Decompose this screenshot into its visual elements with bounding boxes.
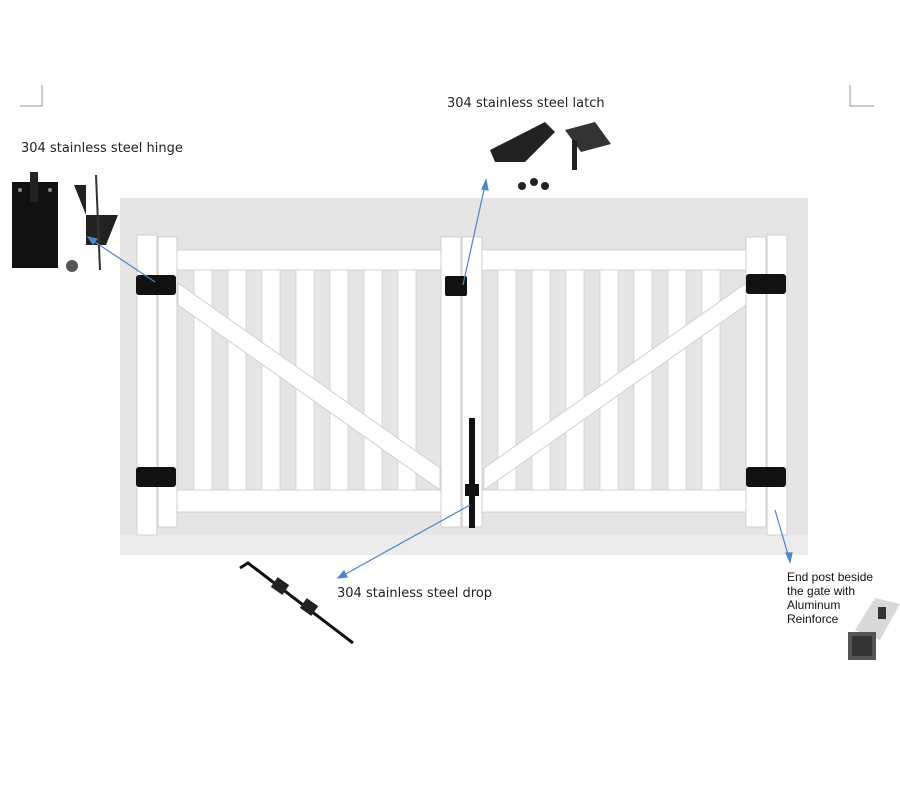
hinge-bottom-right bbox=[746, 467, 786, 487]
picket bbox=[329, 269, 349, 491]
end-post-arrowhead bbox=[785, 552, 793, 564]
gate-latch bbox=[445, 276, 467, 296]
picket bbox=[565, 269, 585, 491]
hinge-arrowhead bbox=[86, 236, 99, 245]
callout-arrows bbox=[86, 178, 793, 579]
latch-product-image bbox=[490, 122, 611, 190]
end-post-arrow bbox=[774, 509, 790, 559]
hinge-top-right bbox=[746, 274, 786, 294]
left-diagonal-brace bbox=[177, 282, 441, 491]
left-end-post bbox=[136, 234, 158, 536]
drop-arrow bbox=[341, 504, 471, 577]
end-post-label: End post beside the gate with Aluminum R… bbox=[787, 570, 874, 626]
corner-mark-right bbox=[849, 85, 874, 107]
hinge-arrow bbox=[91, 239, 156, 283]
picket bbox=[363, 269, 383, 491]
end-post-product-image bbox=[848, 598, 900, 660]
drop-rod-bracket bbox=[465, 484, 479, 496]
right-bottom-rail bbox=[481, 489, 747, 513]
hinge-top-left bbox=[136, 275, 176, 295]
latch-label: 304 stainless steel latch bbox=[447, 96, 605, 111]
drop-rod-product-image bbox=[239, 561, 354, 645]
right-top-rail bbox=[481, 249, 747, 271]
picket bbox=[667, 269, 687, 491]
drop-label: 304 stainless steel drop bbox=[337, 586, 493, 601]
ground bbox=[120, 535, 808, 555]
drop-arrowhead bbox=[336, 569, 348, 579]
picket bbox=[531, 269, 551, 491]
left-top-rail bbox=[175, 249, 443, 271]
left-gate-latch-stile bbox=[440, 236, 462, 528]
latch-arrowhead bbox=[481, 178, 489, 191]
picket bbox=[227, 269, 247, 491]
hinge-label: 304 stainless steel hinge bbox=[21, 141, 183, 156]
picket bbox=[261, 269, 281, 491]
pickets-group bbox=[193, 269, 721, 491]
gate-hinges bbox=[136, 274, 786, 528]
hinge-product-image bbox=[12, 172, 118, 272]
corner-mark-left bbox=[20, 85, 43, 107]
latch-arrow bbox=[462, 184, 486, 286]
right-end-post bbox=[766, 234, 788, 536]
left-bottom-rail bbox=[175, 489, 443, 513]
left-gate-stile bbox=[157, 236, 178, 528]
hinge-bottom-left bbox=[136, 467, 176, 487]
right-gate-stile bbox=[745, 236, 767, 528]
drop-rod bbox=[469, 418, 475, 528]
